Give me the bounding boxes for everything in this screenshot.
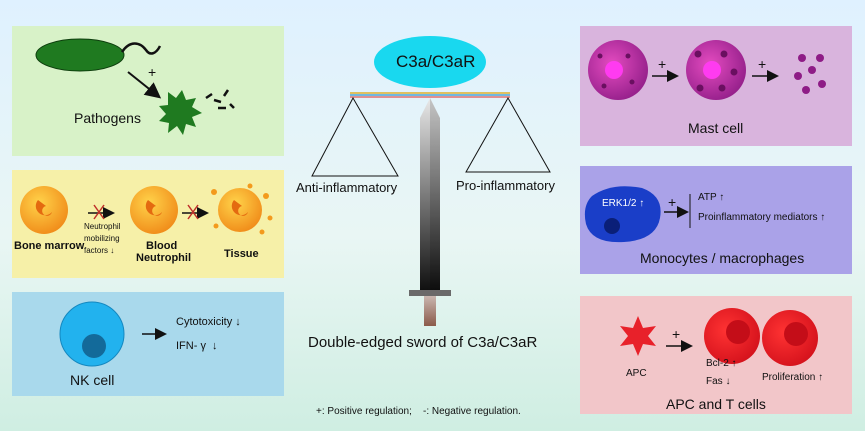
right-scale-pan xyxy=(465,96,551,173)
pathogen-plus-sign: + xyxy=(148,64,157,80)
bcl2-text: Bcl-2 ↑ xyxy=(706,358,737,369)
monocyte-plus-sign: + xyxy=(668,194,677,210)
mobilizing-line-1: Neutrophil xyxy=(84,222,121,231)
mobilizing-line-3: factors ↓ xyxy=(84,246,115,255)
proliferation-text: Proliferation ↑ xyxy=(762,372,824,383)
tissue-neutrophil-icon xyxy=(211,183,273,235)
fas-text: Fas ↓ xyxy=(706,376,731,387)
bone-marrow-label: Bone marrow xyxy=(14,240,85,252)
nk-cell-icon xyxy=(59,301,125,367)
apc-plus-sign: + xyxy=(672,326,681,342)
apc-label: APC xyxy=(626,368,647,379)
monocytes-title: Monocytes / macrophages xyxy=(640,250,805,266)
c3a-ellipse xyxy=(374,36,486,88)
blood-label: Blood xyxy=(146,240,178,252)
sword-icon xyxy=(409,98,451,326)
monocyte-icon xyxy=(584,186,661,243)
pathogens-title: Pathogens xyxy=(74,110,141,126)
legend-text: +: Positive regulation; -: Negative regu… xyxy=(316,406,521,417)
block-x-icon xyxy=(187,204,199,220)
mast-cell-icon xyxy=(588,40,648,100)
erk-label: ERK1/2 ↑ xyxy=(602,198,645,209)
left-scale-pan xyxy=(311,96,399,177)
tissue-label: Tissue xyxy=(224,248,259,260)
pro-inflammatory-label: Pro-inflammatory xyxy=(456,178,555,193)
mast-plus-sign-1: + xyxy=(658,56,667,72)
nk-cell-title: NK cell xyxy=(70,372,115,388)
blood-neutrophil-icon xyxy=(130,186,178,234)
apc-star-icon xyxy=(620,316,656,356)
mast-cell-title: Mast cell xyxy=(688,120,744,136)
neutrophil-label: Neutrophil xyxy=(136,252,191,264)
mast-plus-sign-2: + xyxy=(758,56,767,72)
anti-inflammatory-label: Anti-inflammatory xyxy=(296,180,398,195)
lysed-pathogen-icon xyxy=(159,89,235,135)
t-cell-icon xyxy=(704,308,760,364)
nk-cell-panel xyxy=(12,292,284,396)
t-cell-icon xyxy=(762,310,818,366)
pathogen-arrow xyxy=(127,71,162,99)
apc-t-cells-title: APC and T cells xyxy=(666,396,766,412)
diagram-caption: Double-edged sword of C3a/C3aR xyxy=(308,334,538,351)
block-x-icon xyxy=(93,204,105,220)
atp-text: ATP ↑ xyxy=(698,192,725,203)
mediators-text: Proinflammatory mediators ↑ xyxy=(698,212,826,223)
ifn-gamma-text: IFN- γ ↓ xyxy=(176,340,218,352)
cytotoxicity-text: Cytotoxicity ↓ xyxy=(176,316,241,328)
bone-marrow-neutrophil-icon xyxy=(20,186,68,234)
activated-mast-cell-icon xyxy=(686,40,746,100)
c3a-label: C3a/C3aR xyxy=(396,52,476,71)
bacterium-icon xyxy=(35,38,162,72)
mobilizing-line-2: mobilizing xyxy=(84,234,120,243)
granules-icon xyxy=(794,54,826,94)
balance-beam xyxy=(350,92,510,98)
